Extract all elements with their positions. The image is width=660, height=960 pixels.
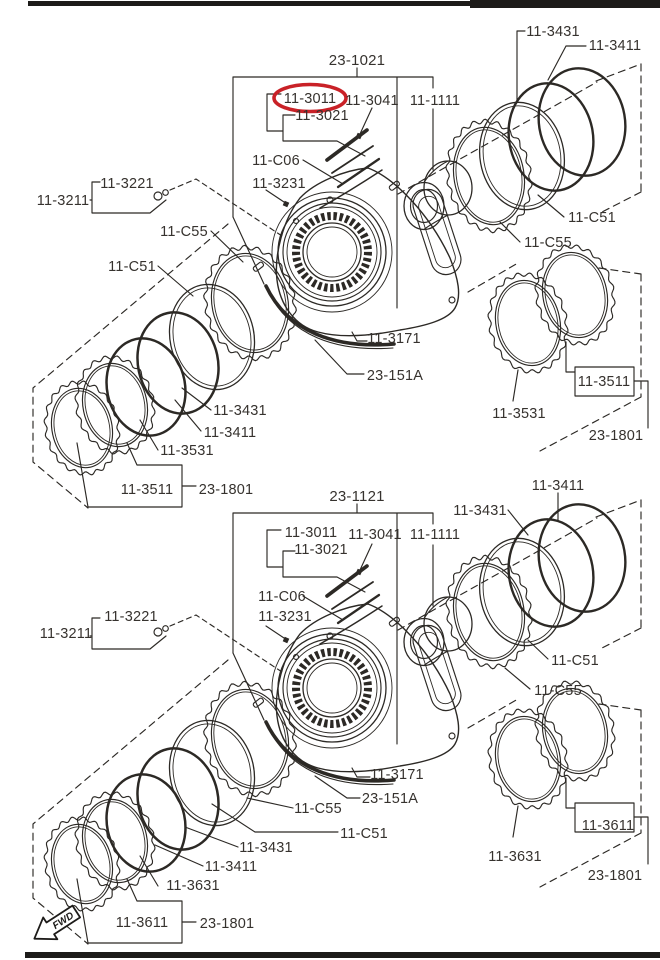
lower-leader-lines (154, 492, 559, 867)
part-label-11-3611-left[interactable]: 11-3611 (116, 915, 168, 931)
part-label-11-C55-right[interactable]: 11-C55 (524, 235, 572, 251)
part-label-11-C51-left[interactable]: 11-C51 (108, 259, 156, 275)
part-label-23-151A[interactable]: 23-151A (367, 368, 423, 384)
part-label-11-3411-right[interactable]: 11-3411 (532, 478, 584, 494)
page-border (25, 0, 660, 958)
part-label-11-3531-right[interactable]: 11-3531 (492, 406, 546, 422)
part-label-11-3211[interactable]: 11-3211 (40, 626, 92, 642)
part-label-11-C51-right[interactable]: 11-C51 (551, 653, 599, 669)
part-label-11-3631-left[interactable]: 11-3631 (166, 878, 220, 894)
part-label-11-C06[interactable]: 11-C06 (258, 589, 306, 605)
part-label-11-3221[interactable]: 11-3221 (104, 609, 158, 625)
part-label-11-3431-left[interactable]: 11-3431 (213, 403, 267, 419)
upper-leader-lines (157, 30, 587, 432)
assembly-title[interactable]: 23-1021 (329, 52, 385, 69)
part-label-11-C55-right[interactable]: 11-C55 (534, 683, 582, 699)
part-label-11-3021[interactable]: 11-3021 (294, 542, 348, 558)
part-label-23-1801-left[interactable]: 23-1801 (200, 916, 255, 932)
part-label-11-C51-mid[interactable]: 11-C51 (340, 826, 388, 842)
part-label-11-1111[interactable]: 11-1111 (410, 93, 460, 109)
part-label-11-3041[interactable]: 11-3041 (348, 527, 402, 543)
highlight-oval-11-3011 (272, 82, 348, 114)
part-label-11-3011[interactable]: 11-3011 (284, 91, 336, 107)
part-label-11-3411-right[interactable]: 11-3411 (589, 38, 641, 54)
part-label-11-3021[interactable]: 11-3021 (295, 108, 349, 124)
part-label-11-3171[interactable]: 11-3171 (370, 767, 424, 783)
part-label-11-3411-left[interactable]: 11-3411 (204, 425, 256, 441)
part-label-11-3411-left[interactable]: 11-3411 (205, 859, 257, 875)
part-label-11-C06[interactable]: 11-C06 (252, 153, 300, 169)
part-label-11-3211[interactable]: 11-3211 (37, 193, 89, 209)
part-label-11-3511-left[interactable]: 11-3511 (121, 482, 173, 498)
part-label-11-3431-right[interactable]: 11-3431 (453, 503, 507, 519)
part-label-11-3231[interactable]: 11-3231 (258, 609, 312, 625)
part-label-11-3171[interactable]: 11-3171 (367, 331, 421, 347)
upper-assembly-diagram: 23-1021 11-3011 11-3041 11-3021 11-1111 … (33, 24, 648, 508)
part-label-11-3231[interactable]: 11-3231 (252, 176, 306, 192)
part-label-11-3511-right[interactable]: 11-3511 (578, 374, 630, 390)
part-label-11-3431-left[interactable]: 11-3431 (239, 840, 293, 856)
part-label-11-C55-mid[interactable]: 11-C55 (294, 801, 342, 817)
part-label-23-1801-left[interactable]: 23-1801 (199, 482, 254, 498)
part-label-11-3011[interactable]: 11-3011 (285, 525, 337, 541)
part-label-11-3631-right[interactable]: 11-3631 (488, 849, 542, 865)
part-label-23-151A[interactable]: 23-151A (362, 791, 418, 807)
part-label-11-C51-right[interactable]: 11-C51 (568, 210, 616, 226)
part-label-23-1801-right[interactable]: 23-1801 (588, 868, 643, 884)
part-label-11-C55-left[interactable]: 11-C55 (160, 224, 208, 240)
fwd-direction-arrow: FWD (33, 904, 82, 941)
part-label-11-3531-left[interactable]: 11-3531 (160, 443, 214, 459)
part-label-11-3611-right[interactable]: 11-3611 (582, 818, 634, 834)
part-label-11-3041[interactable]: 11-3041 (345, 93, 399, 109)
part-label-23-1801-right[interactable]: 23-1801 (589, 428, 644, 444)
part-label-11-1111[interactable]: 11-1111 (410, 527, 460, 543)
assembly-title[interactable]: 23-1121 (329, 488, 384, 505)
part-label-11-3221[interactable]: 11-3221 (100, 176, 154, 192)
part-label-11-3431-right[interactable]: 11-3431 (526, 24, 580, 40)
lower-assembly-diagram: FWD 23-1121 11-3011 11-3041 11-3021 11-1… (27, 478, 648, 950)
